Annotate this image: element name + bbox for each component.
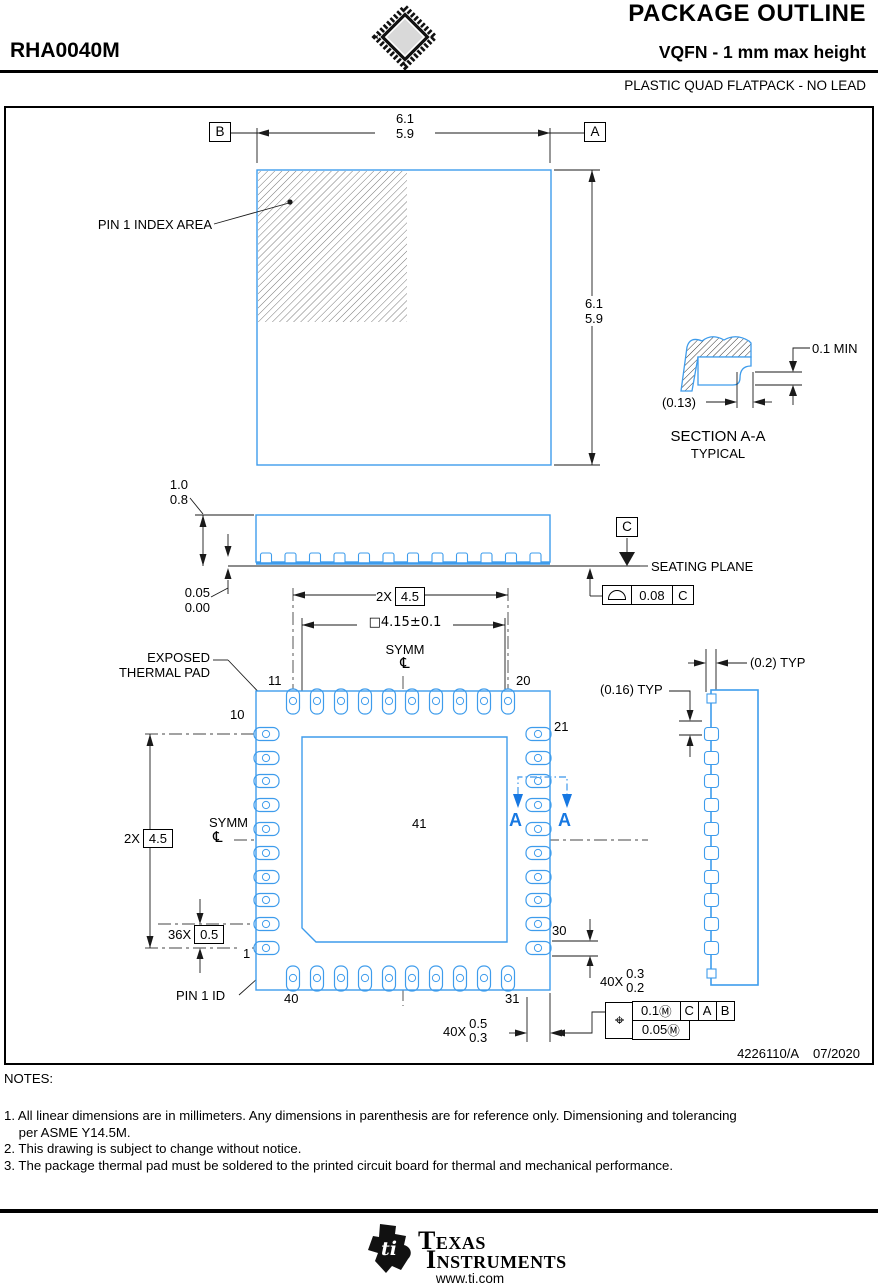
position-datum-c: C: [679, 1000, 699, 1021]
lead-width-qty: 40X: [600, 973, 624, 989]
part-number: RHA0040M: [10, 39, 120, 62]
lead-width-ref: (0.2) TYP: [750, 655, 806, 670]
pin-label-40: 40: [284, 991, 299, 1006]
doc-date: 07/2020: [813, 1046, 860, 1061]
doc-number: 4226110/A: [737, 1046, 799, 1061]
flatness-datum: C: [671, 585, 694, 605]
header-divider: [0, 70, 878, 73]
span-value-box: 4.5: [394, 587, 425, 606]
brand-name: Texas Instruments: [418, 1226, 567, 1274]
pin-label-10: 10: [230, 707, 245, 722]
page-title: PACKAGE OUTLINE: [628, 0, 866, 27]
pin1-index-label: PIN 1 INDEX AREA: [97, 217, 212, 232]
section-ref-dim: (0.13): [662, 395, 696, 410]
section-aa-drawing: [680, 336, 752, 392]
datum-a-box: A: [584, 122, 606, 142]
pin1-id-label: PIN 1 ID: [176, 988, 226, 1003]
lead-gap-ref: (0.16) TYP: [600, 682, 663, 697]
pin-label-31: 31: [505, 991, 520, 1006]
notes-list: 1. All linear dimensions are in millimet…: [4, 1108, 872, 1174]
symm-label-top: SYMM: [375, 642, 435, 657]
pin-label-11: 11: [268, 673, 282, 688]
lead-length-dim: 40X 0.5 0.3: [443, 1016, 488, 1045]
pin-label-30: 30: [552, 923, 567, 938]
notes-heading: NOTES:: [4, 1071, 54, 1086]
bottom-view-drawing: [253, 688, 552, 992]
centerline-symbol-top: ℄: [392, 656, 418, 671]
section-marker-a-left: A: [509, 810, 522, 830]
section-cut-marks: [513, 776, 572, 808]
lead-detail-drawing: [703, 689, 759, 986]
ti-logo-icon: ti: [366, 1223, 414, 1273]
centerline-symbol-left: ℄: [211, 828, 225, 846]
span-dim-top: 2X 4.5: [376, 587, 425, 606]
top-view-drawing: [256, 169, 552, 466]
pitch-value-box: 0.5: [194, 925, 225, 944]
brand-line2: Instruments: [426, 1245, 567, 1274]
side-view-drawing: [228, 514, 640, 567]
seating-plane-label: SEATING PLANE: [651, 559, 754, 574]
ti-logo-text: ti: [381, 1238, 397, 1260]
section-marker-a-right: A: [558, 810, 571, 830]
datum-c-box: C: [616, 517, 638, 537]
ti-url: www.ti.com: [435, 1271, 505, 1286]
drawing-frame: [4, 106, 874, 1065]
note-item: 1. All linear dimensions are in millimet…: [4, 1108, 737, 1140]
position-datum-b: B: [715, 1000, 735, 1021]
flatness-icon: [602, 585, 632, 605]
exposed-pad-label: EXPOSED THERMAL PAD: [118, 650, 210, 680]
datum-b-box: B: [209, 122, 231, 142]
pitch-qty: 36X: [168, 927, 192, 942]
pitch-dim: 36X 0.5: [168, 925, 225, 944]
package-height-subtitle: VQFN - 1 mm max height: [658, 42, 866, 62]
section-title: SECTION A-A: [670, 428, 766, 445]
brand-line1: Texas: [418, 1226, 486, 1255]
package-type: PLASTIC QUAD FLATPACK - NO LEAD: [624, 78, 866, 93]
section-min-dim: 0.1 MIN: [812, 341, 858, 356]
span-qty: 2X: [376, 589, 392, 604]
lead-length-qty: 40X: [443, 1023, 467, 1039]
position-datum-a: A: [697, 1000, 717, 1021]
span-value-box-left: 4.5: [142, 829, 173, 848]
lead-width-dim: 40X 0.3 0.2: [600, 966, 645, 995]
flatness-value: 0.08: [630, 585, 673, 605]
note-item: 3. The package thermal pad must be solde…: [4, 1157, 674, 1173]
section-subtitle: TYPICAL: [690, 446, 746, 461]
thermal-pad-outline: [301, 736, 508, 943]
pin-label-21: 21: [554, 719, 569, 734]
note-item: 2. This drawing is subject to change wit…: [4, 1141, 302, 1156]
pin-label-20: 20: [516, 673, 531, 688]
symm-label-left: SYMM: [200, 815, 250, 830]
doc-reference: 4226110/A 07/2020: [560, 1046, 860, 1061]
pin-label-1: 1: [241, 946, 253, 961]
qfn-chip-icon: [368, 4, 442, 70]
span-dim-left: 2X 4.5: [124, 829, 173, 848]
thermal-pad-dim: □4.15±0.1: [357, 615, 453, 630]
position-icon: ⌖: [605, 1002, 634, 1039]
span-qty-left: 2X: [124, 831, 140, 846]
flatness-tolerance-frame: 0.08 C: [602, 585, 694, 605]
pin-label-41: 41: [410, 816, 429, 831]
footer-divider: [0, 1209, 878, 1213]
